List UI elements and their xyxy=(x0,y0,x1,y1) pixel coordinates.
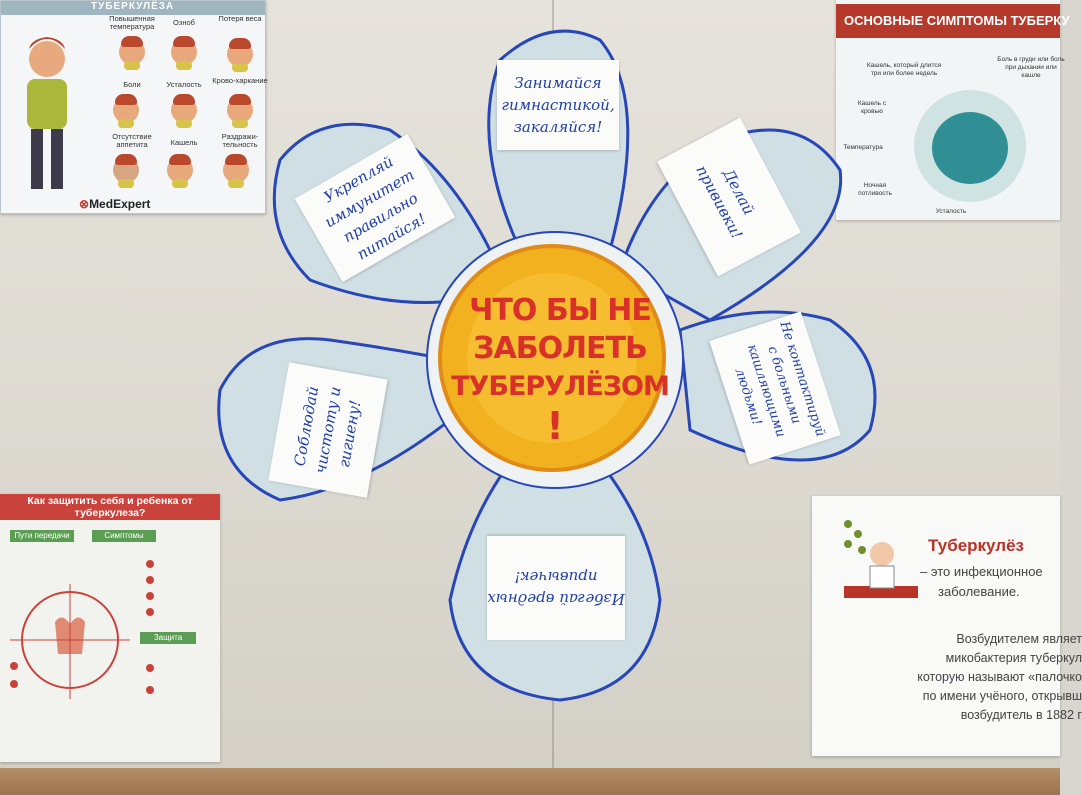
symptom-label: Температура xyxy=(843,144,883,151)
symptom-label: Повышенная температура xyxy=(109,14,155,31)
body-infographic xyxy=(10,560,154,699)
tuberculosis-info-leaflet: Туберкулёз – это инфекционное заболевани… xyxy=(812,496,1082,756)
face-icon xyxy=(171,94,197,128)
leaflet-header: ОСНОВНЫЕ СИМПТОМЫ ТУБЕРКУ xyxy=(836,4,1070,38)
face-icon xyxy=(167,154,193,188)
info-body: Возбудителем являет микобактерия туберку… xyxy=(917,632,1082,722)
center-line: ТУБЕРУЛЁЗОМ xyxy=(451,371,670,402)
petal-note: Занимайся гимнастикой, закаляйся! xyxy=(497,60,619,150)
exclamation-mark: ! xyxy=(546,404,564,448)
wooden-floor xyxy=(0,768,1060,795)
symptom-label: Боль в груди или боль при дыхании или ка… xyxy=(997,56,1065,79)
main-symptoms-leaflet: ОСНОВНЫЕ СИМПТОМЫ ТУБЕРКУ Кашель, которы… xyxy=(836,0,1070,220)
symptom-label: Усталость xyxy=(166,80,202,89)
face-icon xyxy=(227,38,253,72)
petal-note: Избегай вредных привычек! xyxy=(487,536,625,640)
lungs-illustration xyxy=(914,90,1026,202)
protection-leaflet: Как защитить себя и ребенка от туберкуле… xyxy=(0,494,220,762)
leaflet-header: Как защитить себя и ребенка от туберкуле… xyxy=(0,494,220,520)
doctor-illustration xyxy=(844,520,918,598)
section-label: Симптомы xyxy=(92,530,156,542)
section-label: Пути передачи xyxy=(10,530,74,542)
flower-center-text: ЧТО БЫ НЕ ЗАБОЛЕТЬ ТУБЕРУЛЁЗОМ xyxy=(450,292,670,406)
symptom-label: Кашель, который длится три или более нед… xyxy=(866,62,942,77)
info-title: Туберкулёз xyxy=(928,536,1024,555)
face-icon xyxy=(223,154,249,188)
symptoms-leaflet: ТУБЕРКУЛЁЗА Повышенная температура Озноб… xyxy=(0,0,268,214)
symptom-label: Боли xyxy=(123,80,141,89)
symptom-label: Раздражи-тельность xyxy=(221,132,259,149)
symptom-label: Ночная потливость xyxy=(858,182,892,197)
face-icon xyxy=(119,36,145,70)
leaflet-header: ТУБЕРКУЛЁЗА xyxy=(1,1,265,15)
symptom-label: Усталость xyxy=(935,208,967,215)
no-food-icon xyxy=(113,154,139,188)
leaflet-title: Как защитить себя и ребенка от туберкуле… xyxy=(27,495,193,519)
section-label: Защита xyxy=(140,632,196,644)
petal-note: Соблюдай чистоту и гигиену! xyxy=(268,362,388,498)
leaflet-title: ТУБЕРКУЛЁЗА xyxy=(91,1,175,12)
info-subtitle: – это инфекционное заболевание. xyxy=(920,564,1043,599)
face-icon xyxy=(113,94,139,128)
leaflet-title: ОСНОВНЫЕ СИМПТОМЫ ТУБЕРКУ xyxy=(844,13,1070,28)
medexpert-logo: ⊗MedExpert xyxy=(79,197,151,211)
symptom-label: Кашель с кровью xyxy=(857,100,887,115)
symptom-label: Кашель xyxy=(170,138,198,147)
face-icon xyxy=(227,94,253,128)
symptom-label: Потеря веса xyxy=(218,14,262,23)
center-line: ЗАБОЛЕТЬ xyxy=(473,331,648,366)
center-line: ЧТО БЫ НЕ xyxy=(469,293,652,328)
symptom-label: Крово-харкание xyxy=(212,76,268,85)
man-illustration xyxy=(27,37,67,189)
symptom-label: Озноб xyxy=(173,18,195,27)
symptom-label: Отсутствие аппетита xyxy=(112,132,152,149)
face-icon xyxy=(171,36,197,70)
